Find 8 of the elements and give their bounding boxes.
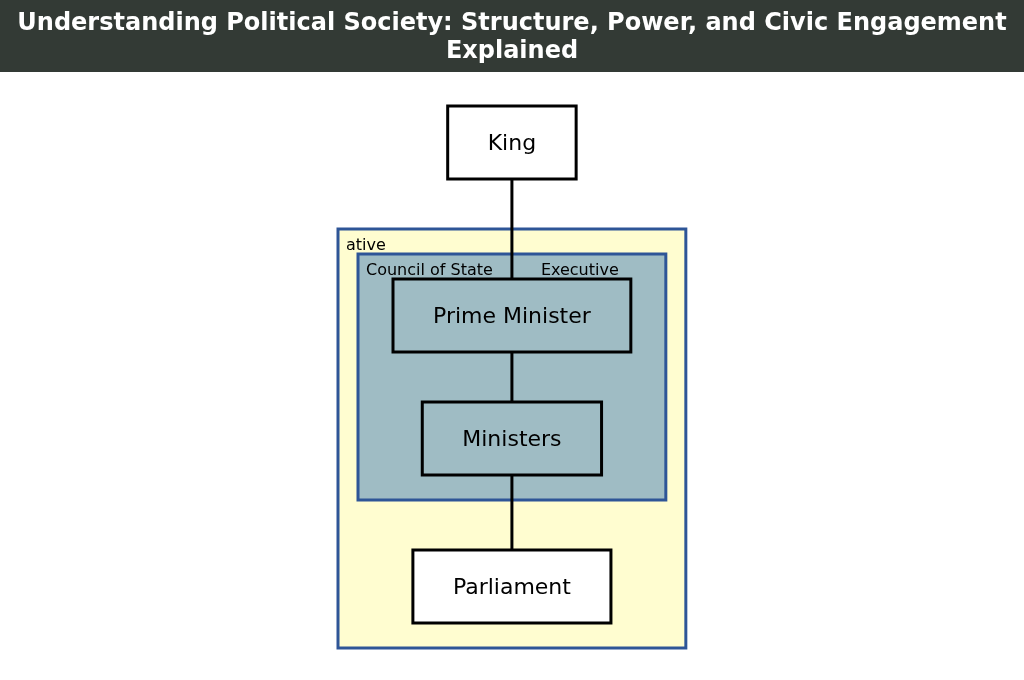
node-box: Parliament (411, 548, 613, 625)
node-box: Ministers (420, 400, 604, 477)
connector (510, 352, 514, 402)
node-box: Prime Minister (391, 277, 633, 354)
connector (510, 179, 514, 279)
title: Understanding Political Society: Structure, Power, and Civic Engagement Explained (0, 0, 1024, 72)
node-box: King (446, 104, 578, 181)
connector (510, 475, 514, 550)
